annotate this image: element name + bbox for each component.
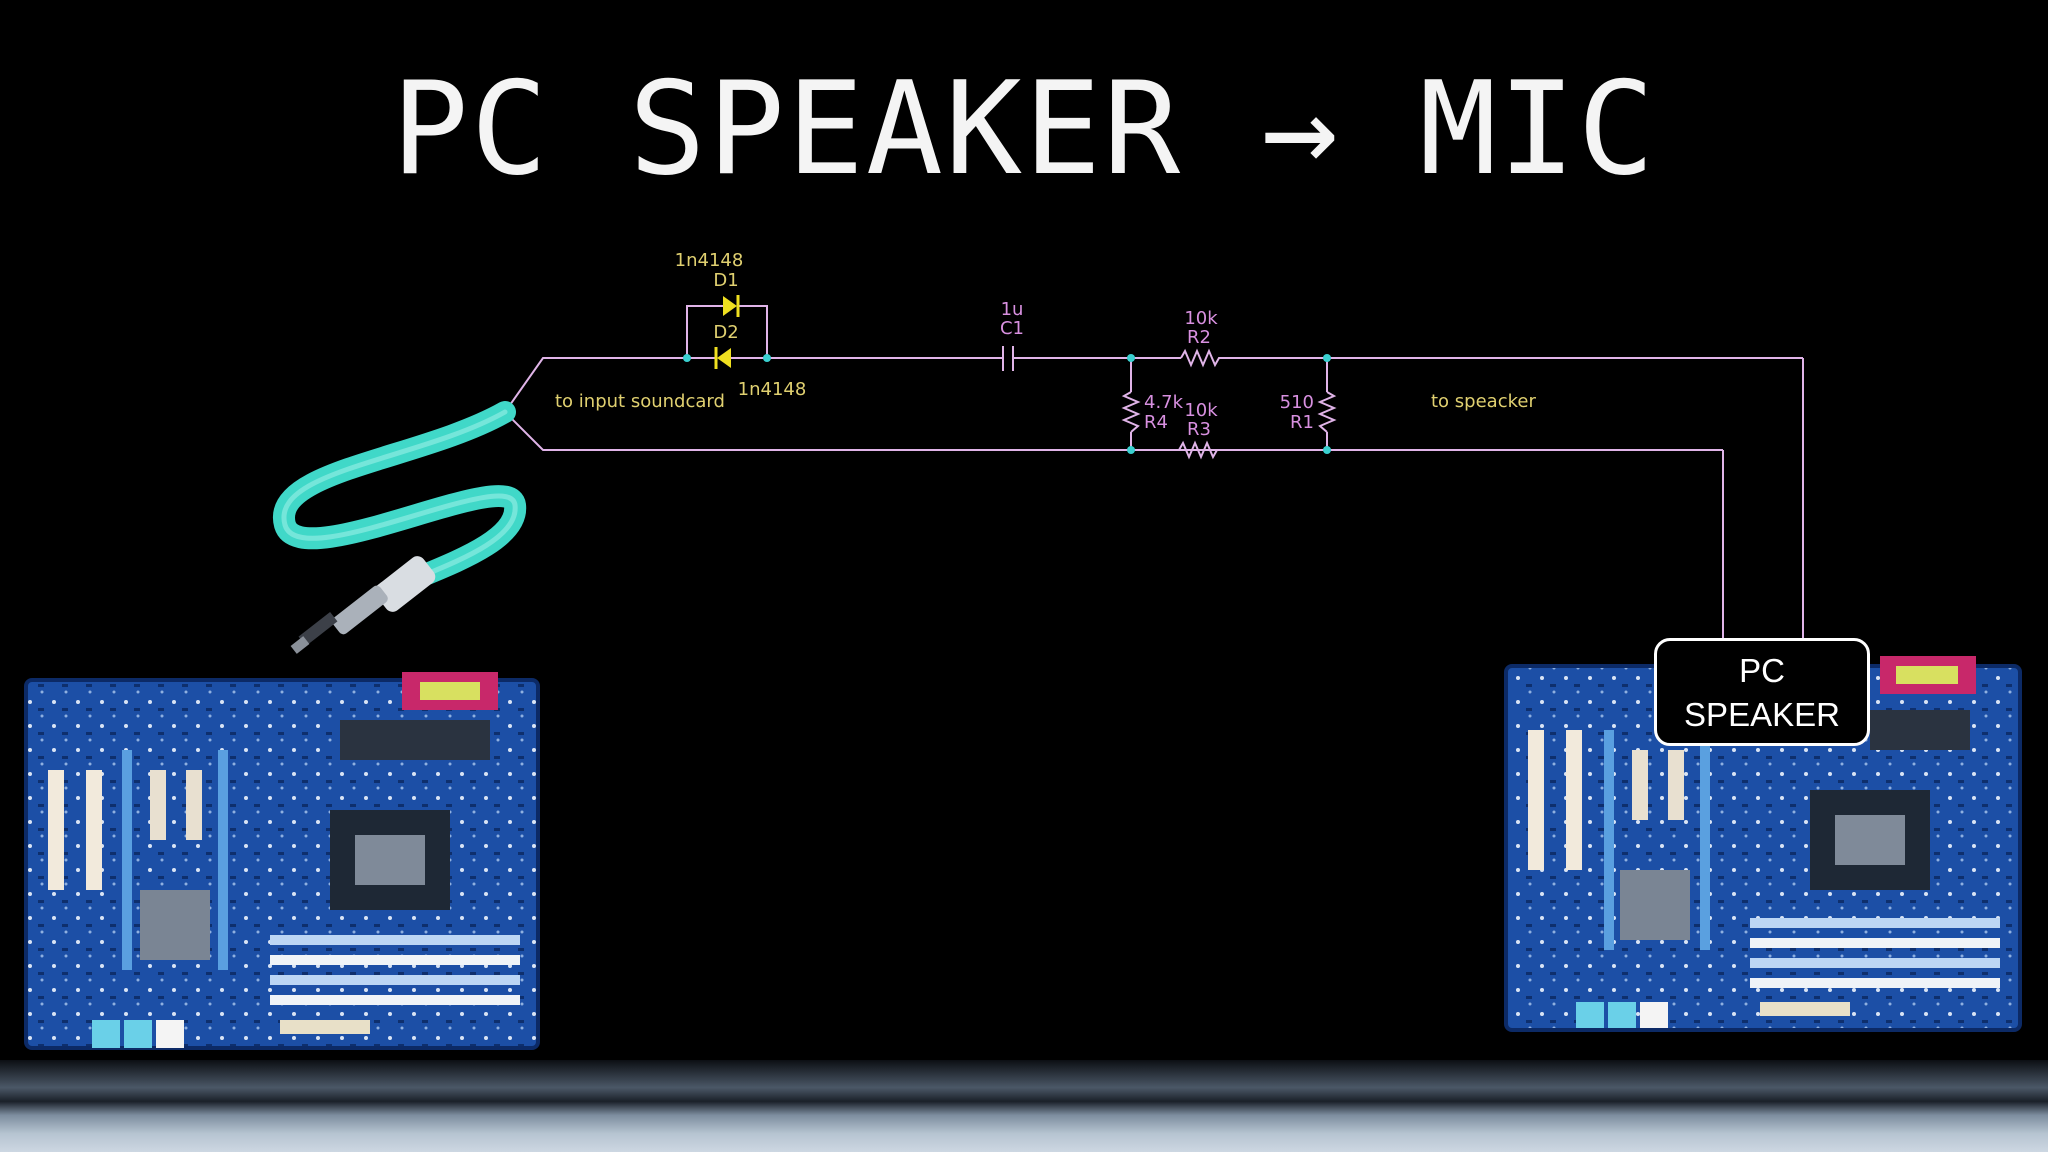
resistor-r2 (1180, 348, 1223, 368)
r1-ref-label: R1 (1290, 412, 1314, 433)
page-title: PC SPEAKER → MIC (391, 55, 1657, 204)
to-speaker-label: to speacker (1431, 391, 1536, 412)
resistor-r1 (1317, 391, 1337, 433)
r4-value-label: 4.7k (1144, 392, 1184, 413)
diode-d1 (686, 295, 768, 358)
input-soundcard-label: to input soundcard (555, 391, 725, 412)
capacitor-c1 (1002, 346, 1021, 371)
motherboard-left (24, 672, 540, 1050)
r4-ref-label: R4 (1144, 412, 1168, 433)
c1-ref-label: C1 (1000, 318, 1024, 339)
pc-speaker-callout-line1: PC (1739, 652, 1785, 689)
r1-value-label: 510 (1280, 392, 1314, 413)
reflective-floor (0, 1060, 2048, 1152)
r2-ref-label: R2 (1187, 327, 1211, 348)
r2-value-label: 10k (1184, 308, 1218, 329)
pc-speaker-callout-line2: SPEAKER (1684, 696, 1840, 733)
motherboard-right (1504, 656, 2022, 1032)
c1-value-label: 1u (1001, 299, 1024, 320)
circuit-wires (504, 357, 1804, 638)
d1-ref-label: D1 (713, 270, 738, 291)
r3-value-label: 10k (1184, 400, 1218, 421)
resistor-r3 (1131, 440, 1221, 460)
diode-d2 (687, 347, 767, 369)
junction-nodes (683, 354, 1331, 454)
d2-part-label: 1n4148 (738, 379, 807, 400)
r3-ref-label: R3 (1187, 419, 1211, 440)
pc-speaker-callout: PC SPEAKER (1654, 638, 1870, 746)
resistor-r4 (1121, 391, 1141, 433)
d2-ref-label: D2 (713, 322, 738, 343)
audio-jack-plug (290, 556, 436, 654)
d1-part-label: 1n4148 (675, 250, 744, 271)
audio-cable (273, 401, 527, 601)
